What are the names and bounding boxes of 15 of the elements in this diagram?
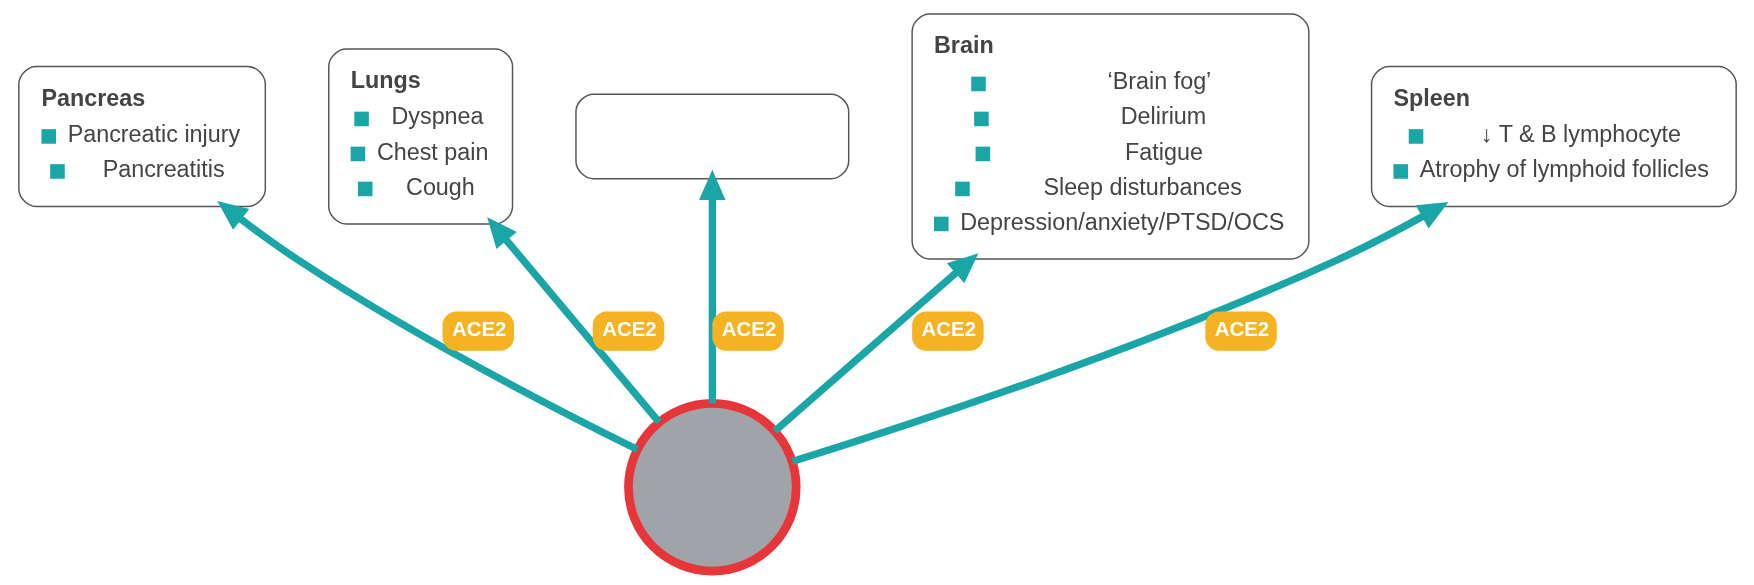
arrow (216, 200, 639, 453)
node-box: Brain ‘Brain fog’ Delirium Fatigue Sleep disturbances Depression/anxiety/PTSD/OCS (910, 13, 1310, 260)
node-box: Pancreas Pancreatic injury Pancreatitis (17, 65, 266, 208)
node-box: Spleen ↓ T & B lymphocyte Atrophy of lymphoid follicles (1370, 65, 1737, 208)
edge-label: ACE2 (721, 317, 776, 340)
edge-label: ACE2 (451, 317, 506, 340)
arrow (698, 169, 726, 404)
edge-label: ACE2 (601, 317, 657, 340)
node-box (574, 93, 849, 180)
node-circle (623, 398, 801, 576)
edge-label: ACE2 (921, 317, 976, 340)
edge-label: ACE2 (1214, 317, 1269, 340)
node-box: Lungs Dyspnea Chest pain Cough (327, 48, 513, 225)
arrow (772, 253, 978, 434)
arrow (790, 202, 1448, 466)
